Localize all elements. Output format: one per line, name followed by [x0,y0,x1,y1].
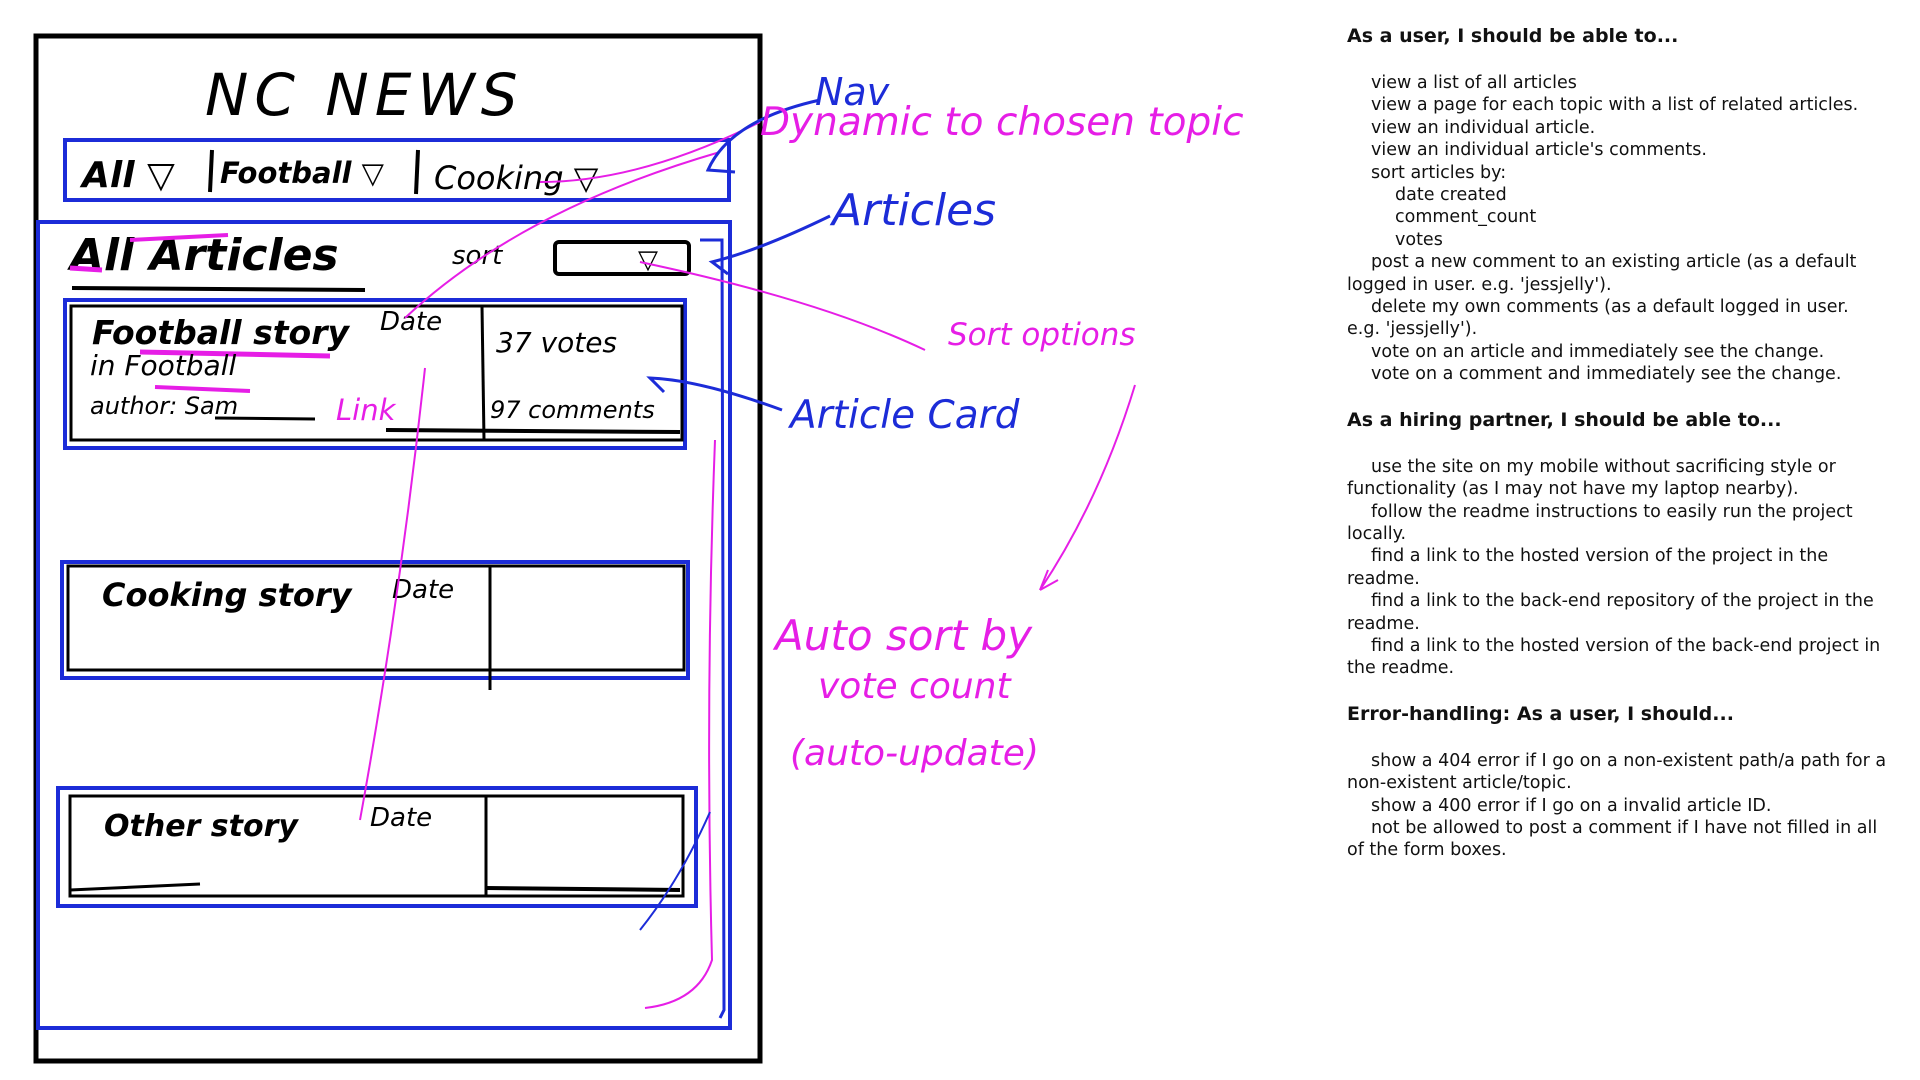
auto-sort-annotation-line-2: vote count [818,666,1012,707]
list-item: vote on an article and immediately see t… [1371,341,1825,362]
list-item: post a new comment to an existing articl… [1347,252,1857,295]
list-item: view a list of all articles [1371,73,1577,93]
list-item: view an individual article. [1371,117,1596,138]
list-item: find a link to the back-end repository o… [1347,591,1874,634]
article-card-annotation: Article Card [787,393,1020,438]
card-1-topic: in Football [90,349,236,382]
article-card-3[interactable] [56,786,698,908]
user-stories-section: As a user, I should be able to... view a… [1347,24,1887,386]
dynamic-topic-annotation: Dynamic to chosen topic [760,100,1244,145]
list-item: view a page for each topic with a list o… [1371,95,1859,116]
hiring-partner-list: use the site on my mobile without sacrif… [1347,456,1887,680]
article-card-1[interactable] [63,298,687,450]
sort-label: sort [452,241,503,271]
list-item: delete my own comments (as a default log… [1347,297,1849,340]
list-item: comment_count [1395,207,1537,228]
link-annotation: Link [336,393,397,427]
auto-sort-annotation-line-1: Auto sort by [772,611,1033,660]
list-item: not be allowed to post a comment if I ha… [1347,817,1878,861]
card-3-date: Date [370,803,432,833]
article-card-2[interactable] [60,560,690,680]
sort-dropdown[interactable] [553,240,691,276]
nav-item-all[interactable]: All ▽ [79,155,175,196]
sort-options-annotation: Sort options [948,317,1136,353]
nav-item-cooking[interactable]: Cooking ▽ [434,159,599,197]
articles-container [36,220,732,1030]
list-item: find a link to the hosted version of the… [1347,635,1881,679]
hiring-partner-heading: As a hiring partner, I should be able to… [1347,408,1782,431]
hiring-partner-section: As a hiring partner, I should be able to… [1347,408,1887,680]
list-item: use the site on my mobile without sacrif… [1347,456,1836,500]
list-item: date created [1395,185,1507,206]
card-2-date: Date [392,575,454,605]
user-stories-heading: As a user, I should be able to... [1347,25,1679,47]
app-title: NC NEWS [205,61,524,129]
list-item: find a link to the hosted version of the… [1347,546,1829,589]
list-item: show a 400 error if I go on a invalid ar… [1371,795,1772,816]
list-item: view an individual article's comments. [1371,140,1707,161]
sort-dropdown-chevron-icon: ▽ [638,245,658,275]
list-item: follow the readme instructions to easily… [1347,501,1853,544]
card-2-title[interactable]: Cooking story [102,576,353,614]
card-3-title[interactable]: Other story [104,809,299,844]
list-item: show a 404 error if I go on a non-existe… [1347,750,1887,794]
articles-annotation: Articles [829,185,996,236]
list-item: votes [1395,229,1443,250]
error-handling-list: show a 404 error if I go on a non-existe… [1347,750,1887,862]
user-stories-list: view a list of all articles view a page … [1347,72,1887,386]
card-1-votes[interactable]: 37 votes [496,326,617,359]
card-1-author: author: Sam [90,392,238,420]
error-handling-section: Error-handling: As a user, I should... s… [1347,702,1887,862]
requirements-notes: As a user, I should be able to... view a… [1347,24,1887,884]
card-1-title[interactable]: Football story [92,313,350,352]
nav-bar [63,138,731,202]
auto-sort-annotation-line-3: (auto-update) [790,733,1039,774]
error-handling-heading: Error-handling: As a user, I should... [1347,702,1734,725]
articles-heading: All Articles [67,230,339,281]
nav-annotation: Nav [815,70,890,114]
list-item: vote on a comment and immediately see th… [1371,364,1842,385]
list-item: sort articles by: [1371,162,1507,183]
nav-item-football[interactable]: Football ▽ [220,156,385,190]
card-1-comments[interactable]: 97 comments [490,396,655,424]
